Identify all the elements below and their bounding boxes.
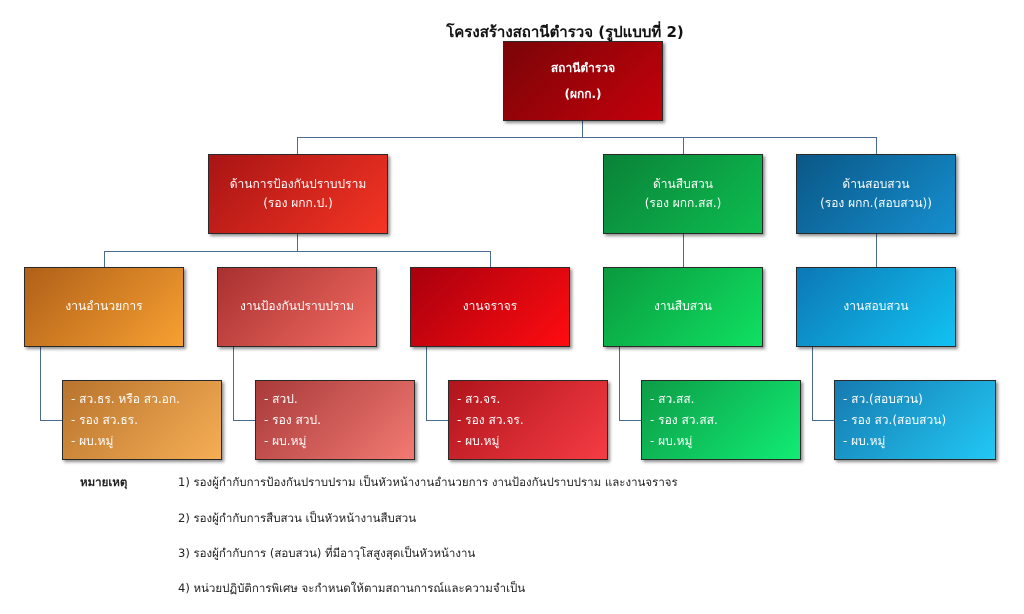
connector <box>233 420 255 421</box>
division-head: (รอง ผกก.ป.) <box>263 196 333 210</box>
unit-label: งานป้องกันปราบปราม <box>239 299 355 314</box>
staff-item: - ผบ.หมู่ <box>71 433 114 448</box>
staff-item: - รอง สวป. <box>264 412 321 427</box>
note-item: 1) รองผู้กำกับการป้องกันปราบปราม เป็นหัว… <box>178 475 678 489</box>
connector <box>104 251 105 267</box>
unit-label: งานอำนวยการ <box>65 299 143 314</box>
connector <box>233 347 234 420</box>
connector <box>40 420 62 421</box>
staff-item: - รอง สว.จร. <box>457 412 524 427</box>
staff-item: - ผบ.หมู่ <box>457 433 500 448</box>
connector <box>619 420 641 421</box>
division-inquiry: ด้านสอบสวน (รอง ผกก.(สอบสวน)) <box>796 154 956 234</box>
staff-item: - ผบ.หมู่ <box>843 433 886 448</box>
connector <box>426 420 448 421</box>
staff-item: - สว.สส. <box>650 391 695 406</box>
staff-item: - รอง สว.(สอบสวน) <box>843 412 947 427</box>
staff-traffic: - สว.จร. - รอง สว.จร. - ผบ.หมู่ <box>448 380 608 460</box>
staff-investigation: - สว.สส. - รอง สว.สส. - ผบ.หมู่ <box>641 380 801 460</box>
unit-traffic: งานจราจร <box>410 267 570 347</box>
note-item: 4) หน่วยปฏิบัติการพิเศษ จะกำหนดให้ตามสถา… <box>178 581 526 595</box>
connector <box>683 234 684 267</box>
connector <box>297 137 877 138</box>
connector <box>297 137 298 154</box>
connector <box>812 347 813 420</box>
staff-prevention: - สวป. - รอง สวป. - ผบ.หมู่ <box>255 380 415 460</box>
unit-label: งานจราจร <box>462 299 518 314</box>
staff-item: - สว.ธร. หรือ สว.อก. <box>71 391 180 406</box>
connector <box>104 251 491 252</box>
division-name: ด้านสอบสวน <box>842 176 910 191</box>
root-name: สถานีตำรวจ <box>550 60 616 75</box>
unit-investigation: งานสืบสวน <box>603 267 763 347</box>
unit-prevention: งานป้องกันปราบปราม <box>217 267 377 347</box>
connector <box>876 137 877 154</box>
staff-item: - สวป. <box>264 391 298 406</box>
division-name: ด้านการป้องกันปราบปราม <box>229 176 367 191</box>
connector <box>490 251 491 267</box>
unit-label: งานสอบสวน <box>843 299 909 314</box>
note-item: 3) รองผู้กำกับการ (สอบสวน) ที่มีอาวุโสสู… <box>178 546 476 560</box>
note-item: 2) รองผู้กำกับการสืบสวน เป็นหัวหน้างานสื… <box>178 511 417 525</box>
connector <box>812 420 834 421</box>
division-prevention: ด้านการป้องกันปราบปราม (รอง ผกก.ป.) <box>208 154 388 234</box>
division-name: ด้านสืบสวน <box>653 176 713 191</box>
staff-item: - ผบ.หมู่ <box>650 433 693 448</box>
connector <box>876 234 877 267</box>
division-investigation: ด้านสืบสวน (รอง ผกก.สส.) <box>603 154 763 234</box>
staff-item: - รอง สว.ธร. <box>71 412 138 427</box>
root-node: สถานีตำรวจ (ผกก.) <box>503 41 663 121</box>
connector <box>426 347 427 420</box>
chart-title: โครงสร้างสถานีตำรวจ (รูปแบบที่ 2) <box>446 23 684 41</box>
staff-item: - รอง สว.สส. <box>650 412 718 427</box>
connector <box>297 234 298 251</box>
connector <box>40 347 41 420</box>
connector <box>582 120 583 137</box>
notes-heading: หมายเหตุ <box>80 475 128 489</box>
staff-item: - ผบ.หมู่ <box>264 433 307 448</box>
connector <box>619 347 620 420</box>
division-head: (รอง ผกก.สส.) <box>644 196 722 210</box>
staff-administration: - สว.ธร. หรือ สว.อก. - รอง สว.ธร. - ผบ.ห… <box>62 380 222 460</box>
staff-inquiry: - สว.(สอบสวน) - รอง สว.(สอบสวน) - ผบ.หมู… <box>834 380 996 460</box>
connector <box>683 137 684 154</box>
staff-item: - สว.จร. <box>457 391 501 406</box>
unit-administration: งานอำนวยการ <box>24 267 184 347</box>
staff-item: - สว.(สอบสวน) <box>843 391 923 406</box>
root-head: (ผกก.) <box>564 87 602 101</box>
division-head: (รอง ผกก.(สอบสวน)) <box>820 196 932 210</box>
unit-label: งานสืบสวน <box>653 299 712 314</box>
unit-inquiry: งานสอบสวน <box>796 267 956 347</box>
